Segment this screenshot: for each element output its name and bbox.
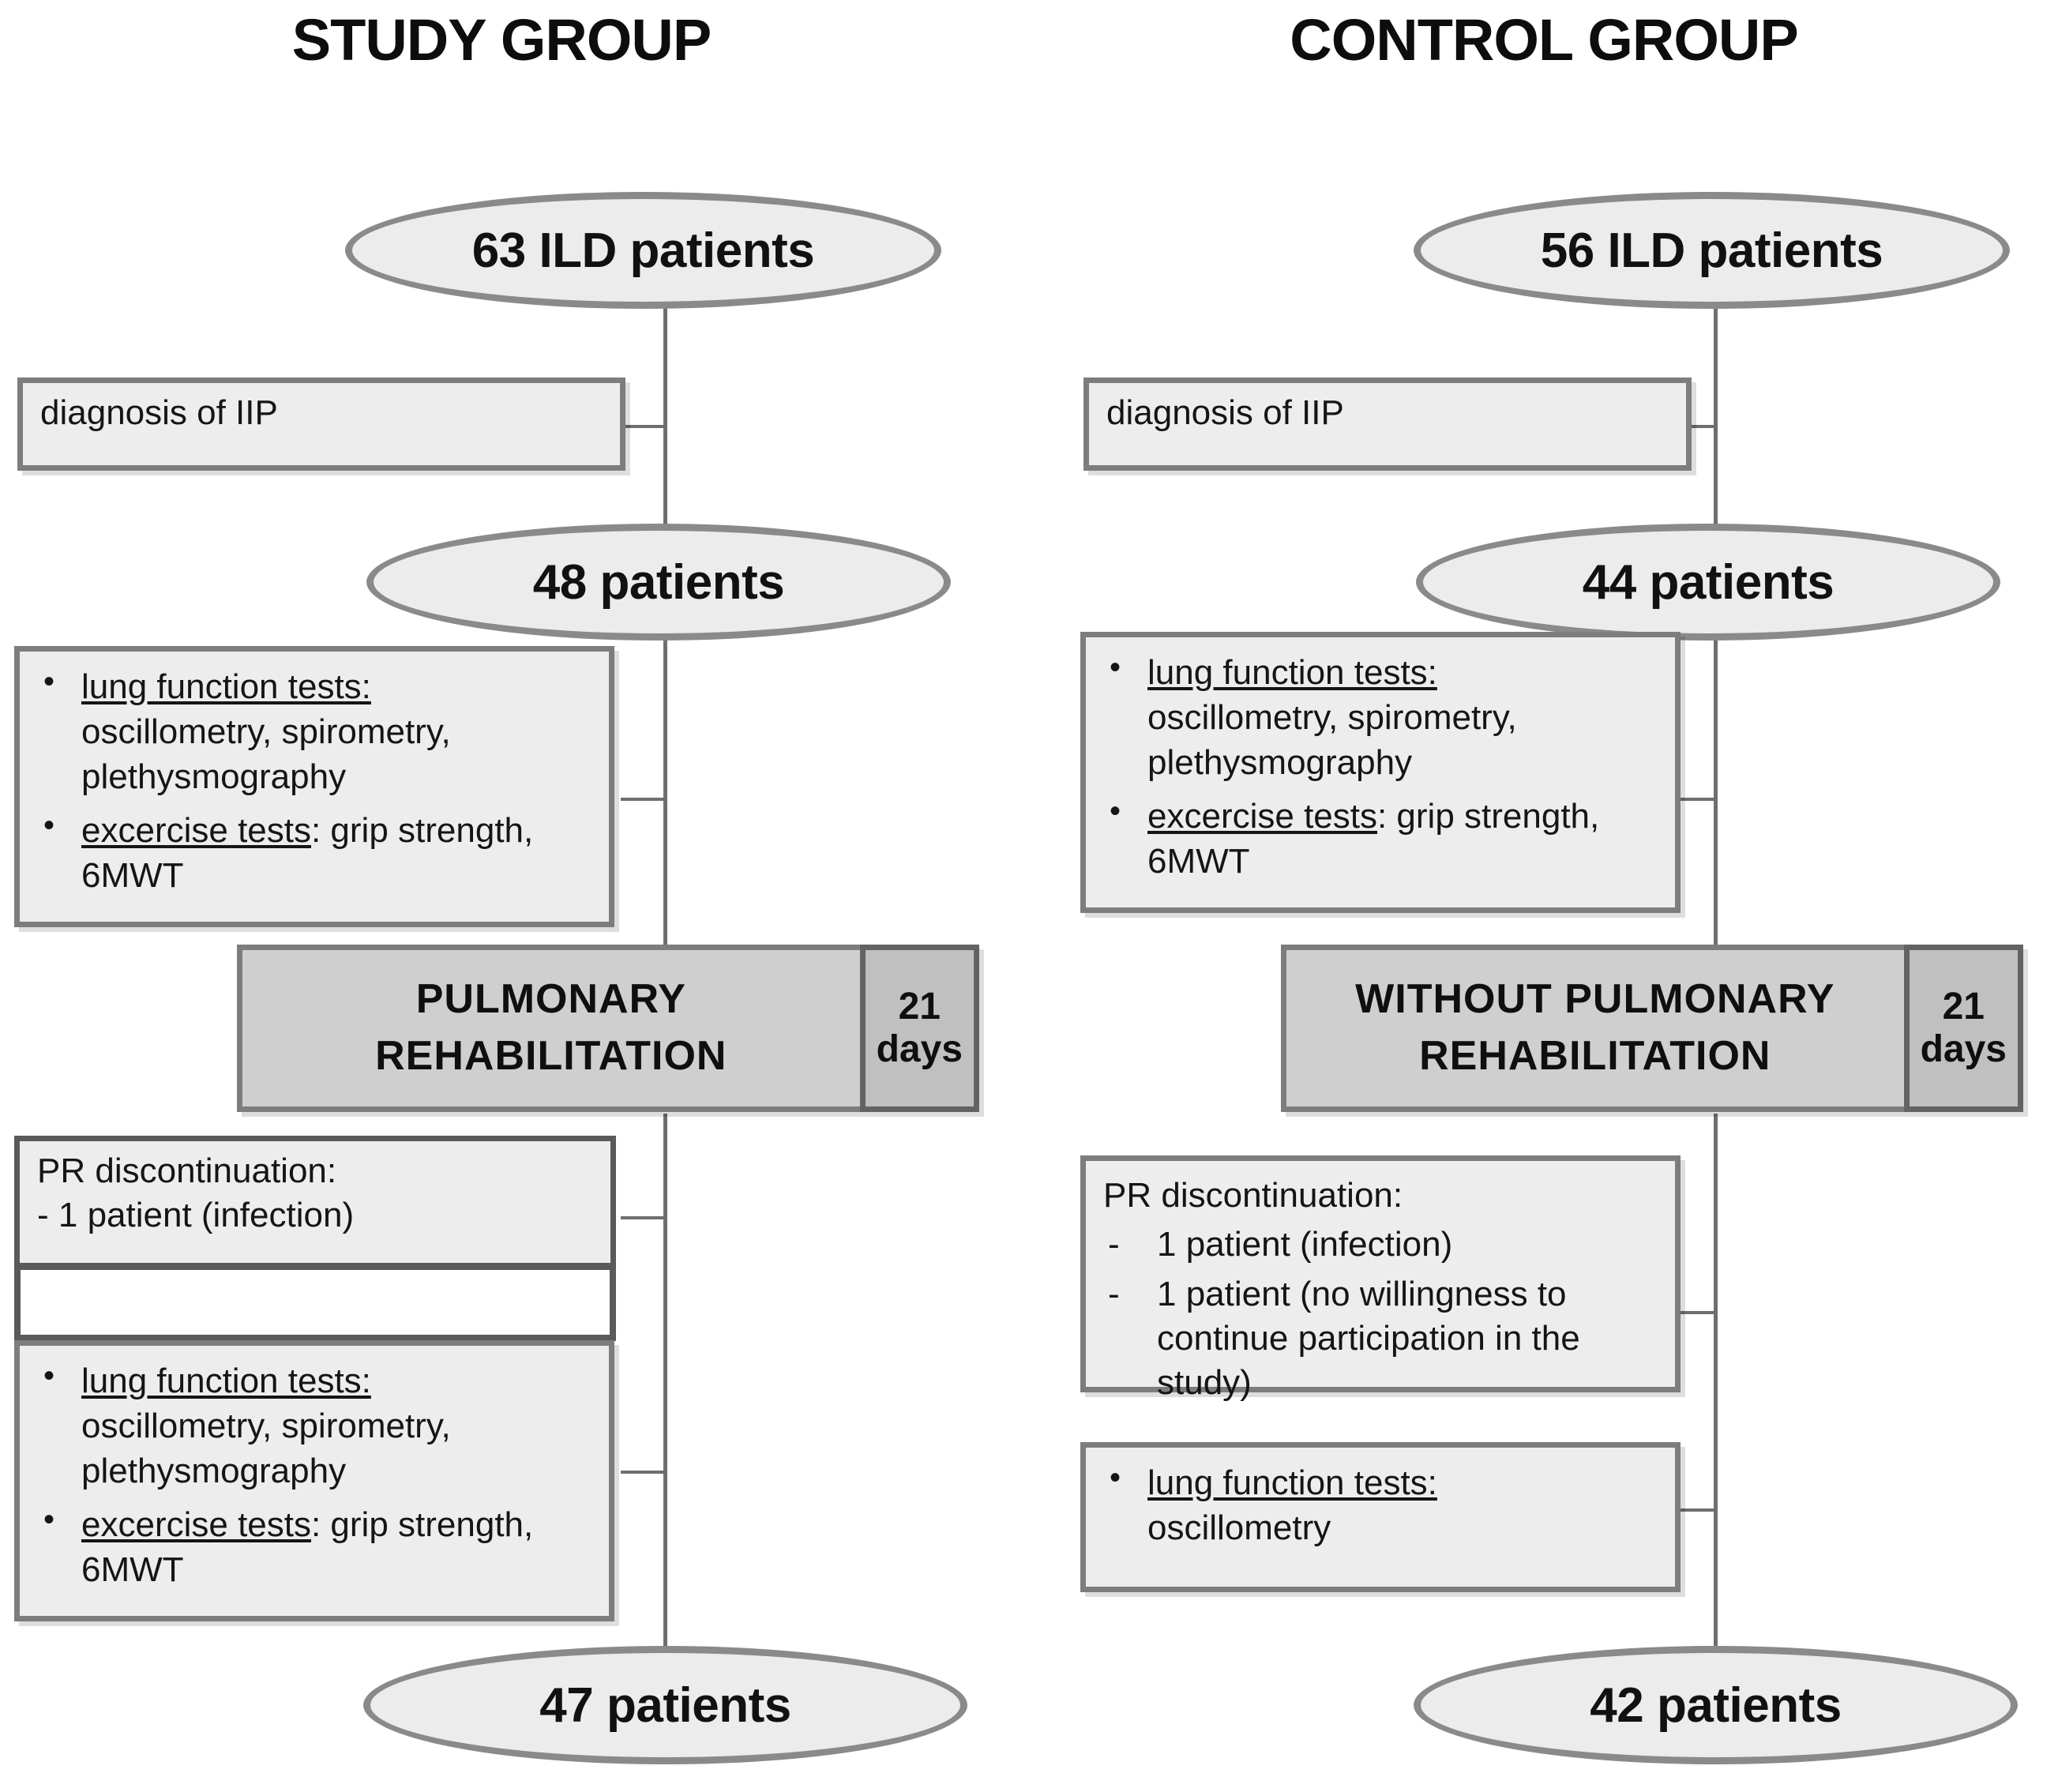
study-baseline-tests-list: lung function tests: oscillometry, spiro… [37, 661, 593, 898]
control-enrolled-label: 56 ILD patients [1540, 223, 1883, 278]
study-followup-item1-detail: oscillometry, spirometry, plethysmograph… [81, 1407, 451, 1491]
study-branch-inclusion [621, 425, 667, 428]
control-spine-3 [1714, 1114, 1718, 1666]
control-intervention-line1: WITHOUT PULMONARY [1355, 976, 1835, 1023]
control-baseline-item1-detail: oscillometry, spirometry, plethysmograph… [1147, 698, 1517, 783]
control-intervention-main: WITHOUT PULMONARY REHABILITATION [1281, 945, 1904, 1112]
control-duration-unit: days [1920, 1028, 2007, 1070]
list-item: lung function tests: oscillometry, spiro… [1103, 647, 1659, 786]
list-item: excercise tests: grip strength, 6MWT [37, 1499, 593, 1592]
study-empty-panel [14, 1264, 616, 1341]
control-intervention-line2: REHABILITATION [1419, 1033, 1771, 1079]
study-baseline-item2-label: excercise tests [81, 810, 311, 850]
study-intervention-main: PULMONARY REHABILITATION [237, 945, 860, 1112]
control-branch-inclusion [1671, 425, 1717, 428]
control-baseline-tests-box[interactable]: lung function tests: oscillometry, spiro… [1080, 632, 1681, 913]
study-branch-baseline [621, 798, 667, 801]
list-item: 1 patient (no willingness to continue pa… [1103, 1272, 1659, 1406]
study-enrolled-node[interactable]: 63 ILD patients [345, 192, 941, 309]
list-item: lung function tests: oscillometry [1103, 1457, 1659, 1550]
list-item: excercise tests: grip strength, 6MWT [37, 805, 593, 898]
list-item: 1 patient (infection) [1103, 1223, 1659, 1268]
study-discontinuation-line1: - 1 patient (infection) [37, 1196, 355, 1235]
control-followup-tests-list: lung function tests: oscillometry [1103, 1457, 1659, 1550]
control-duration-value: 21 [1942, 986, 1985, 1028]
study-spine-3 [663, 1114, 667, 1666]
control-discontinuation-line1: 1 patient (infection) [1157, 1225, 1453, 1264]
study-duration-value: 21 [898, 986, 941, 1028]
control-final-node[interactable]: 42 patients [1414, 1646, 2018, 1764]
control-followup-item1-label: lung function tests: [1147, 1463, 1437, 1502]
control-branch-followup [1671, 1508, 1717, 1512]
study-followup-item2-detail: : grip strength, 6MWT [81, 1505, 534, 1589]
study-followup-tests-list: lung function tests: oscillometry, spiro… [37, 1355, 593, 1592]
study-group-title: STUDY GROUP [291, 7, 712, 73]
study-eligible-node[interactable]: 48 patients [366, 524, 951, 641]
control-discontinuation-list: 1 patient (infection) 1 patient (no will… [1103, 1223, 1659, 1405]
control-inclusion-box[interactable]: diagnosis of IIP [1083, 378, 1692, 471]
study-intervention-bar[interactable]: PULMONARY REHABILITATION 21 days [237, 945, 979, 1112]
control-spine-2 [1714, 616, 1718, 948]
control-discontinuation-heading: PR discontinuation: [1103, 1176, 1403, 1215]
control-enrolled-node[interactable]: 56 ILD patients [1414, 192, 2010, 309]
control-baseline-item2-label: excercise tests [1147, 796, 1377, 836]
control-eligible-label: 44 patients [1582, 554, 1835, 610]
study-baseline-tests-box[interactable]: lung function tests: oscillometry, spiro… [14, 646, 614, 927]
study-discontinuation-heading: PR discontinuation: [37, 1151, 337, 1190]
control-baseline-tests-list: lung function tests: oscillometry, spiro… [1103, 647, 1659, 884]
control-branch-discontinuation [1671, 1311, 1717, 1314]
study-spine-2 [663, 616, 667, 948]
control-branch-baseline [1671, 798, 1717, 801]
study-intervention-line2: REHABILITATION [375, 1033, 727, 1079]
study-duration-unit: days [876, 1028, 963, 1070]
study-inclusion-label: diagnosis of IIP [40, 393, 278, 432]
list-item: lung function tests: oscillometry, spiro… [37, 661, 593, 800]
control-inclusion-label: diagnosis of IIP [1106, 393, 1344, 432]
control-eligible-node[interactable]: 44 patients [1416, 524, 2000, 641]
study-intervention-line1: PULMONARY [415, 976, 686, 1023]
study-followup-item2-label: excercise tests [81, 1505, 311, 1544]
study-branch-followup [621, 1471, 667, 1474]
control-discontinuation-line2: 1 patient (no willingness to continue pa… [1157, 1274, 1580, 1403]
study-final-node[interactable]: 47 patients [363, 1646, 967, 1764]
list-item: lung function tests: oscillometry, spiro… [37, 1355, 593, 1494]
study-branch-discontinuation [621, 1216, 667, 1219]
study-baseline-item1-detail: oscillometry, spirometry, plethysmograph… [81, 712, 451, 797]
control-baseline-item2-detail: : grip strength, 6MWT [1147, 796, 1600, 881]
study-followup-tests-box[interactable]: lung function tests: oscillometry, spiro… [14, 1340, 614, 1621]
control-followup-item1-detail: oscillometry [1147, 1508, 1331, 1548]
control-intervention-bar[interactable]: WITHOUT PULMONARY REHABILITATION 21 days [1281, 945, 2023, 1112]
study-intervention-duration: 21 days [859, 945, 979, 1112]
study-followup-item1-label: lung function tests: [81, 1362, 371, 1400]
study-baseline-item2-detail: : grip strength, 6MWT [81, 810, 534, 895]
study-inclusion-box[interactable]: diagnosis of IIP [17, 378, 625, 471]
study-final-label: 47 patients [539, 1677, 791, 1733]
study-enrolled-label: 63 ILD patients [471, 223, 815, 278]
control-discontinuation-box[interactable]: PR discontinuation: 1 patient (infection… [1080, 1155, 1681, 1402]
control-followup-tests-box[interactable]: lung function tests: oscillometry [1080, 1442, 1681, 1592]
control-baseline-item1-label: lung function tests: [1147, 653, 1437, 692]
study-eligible-label: 48 patients [532, 554, 785, 610]
control-intervention-duration: 21 days [1903, 945, 2023, 1112]
list-item: excercise tests: grip strength, 6MWT [1103, 791, 1659, 884]
control-group-title: CONTROL GROUP [1290, 7, 1798, 73]
study-baseline-item1-label: lung function tests: [81, 667, 371, 706]
control-final-label: 42 patients [1590, 1677, 1842, 1733]
study-discontinuation-box[interactable]: PR discontinuation: - 1 patient (infecti… [14, 1136, 616, 1268]
